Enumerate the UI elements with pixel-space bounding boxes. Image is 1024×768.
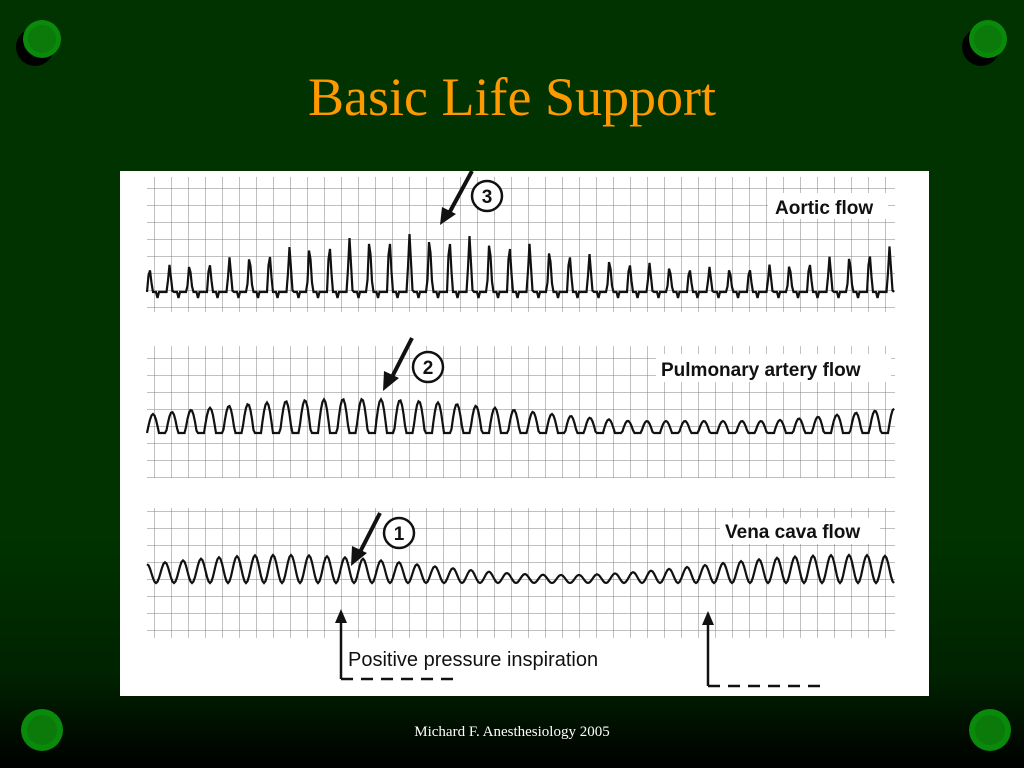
marker-1: 1 (351, 512, 416, 566)
inspiration-annotation: Positive pressure inspiration (348, 649, 598, 671)
slide-footer: Michard F. Anesthesiology 2005 (414, 724, 610, 740)
green-ball-icon (14, 18, 61, 66)
slide-title: Basic Life Support (308, 67, 716, 127)
green-ball-icon (18, 706, 63, 751)
up-arrow-icon (702, 611, 828, 688)
svg-text:3: 3 (482, 187, 493, 208)
aortic-flow-label: Aortic flow (775, 198, 873, 219)
flow-tracing-figure: Aortic flow Pulmonary artery flow Vena c… (120, 171, 929, 696)
pulmonary-flow-trace (145, 397, 895, 435)
vena-cava-flow-trace (146, 553, 895, 585)
svg-text:2: 2 (423, 358, 434, 379)
green-ball-icon (960, 18, 1007, 66)
vena-cava-flow-label: Vena cava flow (725, 522, 860, 543)
aortic-flow-trace (145, 233, 895, 299)
pulmonary-flow-label: Pulmonary artery flow (661, 360, 861, 381)
marker-2: 2 (383, 337, 445, 391)
marker-3: 3 (440, 171, 504, 225)
green-ball-icon (966, 706, 1011, 751)
svg-text:1: 1 (394, 524, 405, 545)
up-arrow-icon (335, 609, 460, 681)
